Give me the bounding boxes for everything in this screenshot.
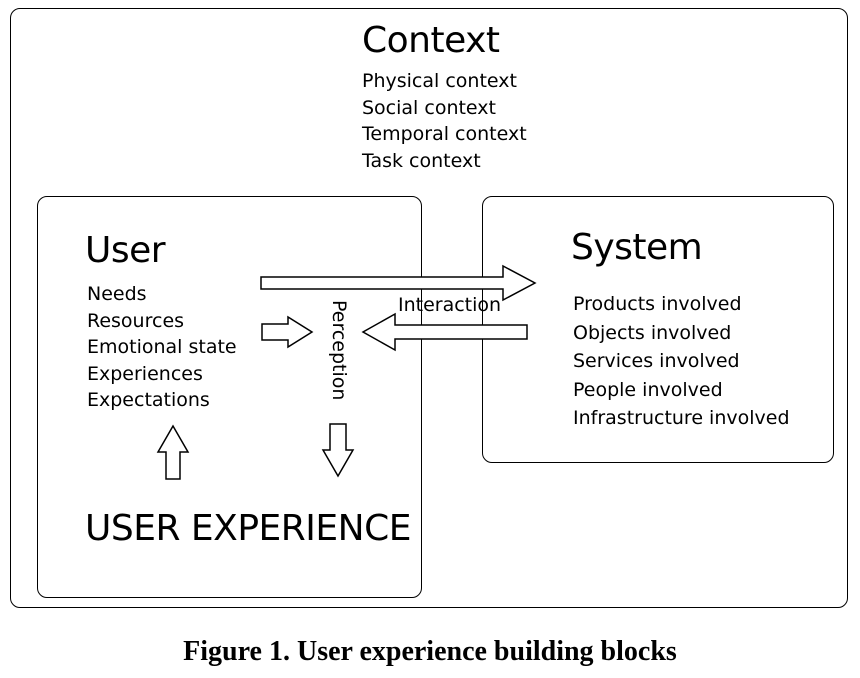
- system-item: Infrastructure involved: [573, 407, 790, 429]
- user-item: Experiences: [87, 362, 203, 385]
- context-item: Temporal context: [362, 123, 527, 145]
- system-list: Products involved Objects involved Servi…: [573, 290, 790, 433]
- context-list: Physical context Social context Temporal…: [362, 68, 527, 174]
- context-item: Social context: [362, 96, 496, 119]
- figure-caption: Figure 1. User experience building block…: [183, 636, 677, 667]
- system-item: Products involved: [573, 293, 742, 315]
- interaction-label: Interaction: [398, 294, 502, 316]
- user-item: Expectations: [87, 389, 210, 411]
- interaction-right-arrow: [260, 264, 537, 302]
- interaction-left-arrow: [361, 312, 528, 352]
- system-item: People involved: [573, 378, 723, 401]
- context-title: Context: [362, 20, 500, 61]
- system-item: Objects involved: [573, 321, 732, 344]
- context-item: Physical context: [362, 70, 517, 92]
- user-list: Needs Resources Emotional state Experien…: [87, 281, 237, 414]
- system-box: [482, 196, 834, 463]
- system-title: System: [571, 227, 703, 268]
- perception-down-arrow: [321, 423, 355, 478]
- user-title: User: [85, 230, 166, 271]
- user-item: Needs: [87, 283, 147, 305]
- user-item: Emotional state: [87, 336, 237, 358]
- user-item: Resources: [87, 309, 185, 332]
- context-item: Task context: [362, 149, 481, 172]
- user-experience-label: USER EXPERIENCE: [85, 508, 411, 549]
- user-to-perception-arrow: [261, 315, 314, 349]
- user-experience-up-arrow: [156, 424, 190, 480]
- user-box: [37, 196, 422, 598]
- system-item: Services involved: [573, 350, 740, 372]
